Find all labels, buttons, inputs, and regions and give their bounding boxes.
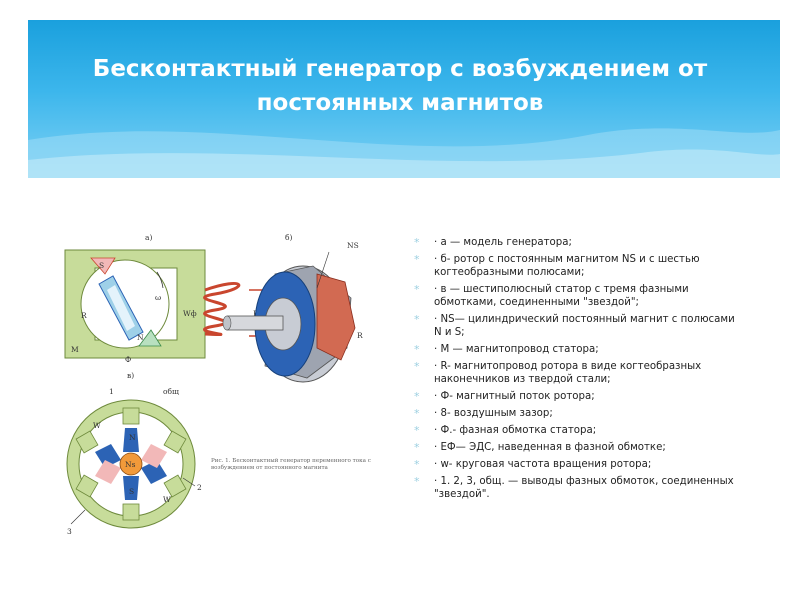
bullet-text: · а — модель генератора; [434, 237, 572, 248]
bullet-text: · w- круговая частота вращения ротора; [434, 459, 652, 470]
bullet-text: · ЕФ— ЭДС, наведенная в фазной обмотке; [434, 442, 666, 453]
title-banner [28, 20, 780, 178]
bullet-text: · Ф- магнитный поток ротора; [434, 391, 595, 402]
label-s-stator: S [129, 487, 134, 496]
bullet-star-icon: * [414, 343, 420, 356]
label-two: 2 [197, 483, 202, 492]
bullet-star-icon: * [414, 475, 420, 488]
label-part-v: в) [127, 371, 134, 380]
label-wf: Wф [183, 309, 197, 318]
label-r-rotor: R [357, 331, 363, 340]
bullet-item: * · w- круговая частота вращения ротора; [414, 458, 740, 471]
label-w-2: W [163, 495, 171, 504]
label-m: M [71, 345, 79, 354]
label-n-stator: N [129, 433, 136, 442]
bullet-star-icon: * [414, 458, 420, 471]
bullet-item: * · Ф- магнитный поток ротора; [414, 390, 740, 403]
bullet-star-icon: * [414, 236, 420, 249]
bullet-star-icon: * [414, 253, 420, 266]
bullet-item: * · Ф.- фазная обмотка статора; [414, 424, 740, 437]
bullet-item: * · б- ротор с постоянным магнитом NS и с… [414, 253, 740, 279]
bullet-item: * · М — магнитопровод статора; [414, 343, 740, 356]
bullet-item: * · 1. 2, 3, общ. — выводы фазных обмоток… [414, 475, 740, 501]
bullet-text: · Ф.- фазная обмотка статора; [434, 425, 597, 436]
bullet-text: · б- ротор с постоянным магнитом NS и с … [434, 254, 700, 278]
bullet-list: * · а — модель генератора; * · б- ротор с … [414, 236, 740, 505]
label-omega: ω [155, 293, 161, 302]
bullet-item: * · в — шестиполюсный статор с тремя фазн… [414, 283, 740, 309]
bullet-star-icon: * [414, 441, 420, 454]
bullet-item: * · а — модель генератора; [414, 236, 740, 249]
phase-coil-illustration [203, 282, 241, 337]
bullet-star-icon: * [414, 313, 420, 326]
label-r: R [81, 311, 87, 320]
bullet-text: · R- магнитопровод ротора в виде когтеоб… [434, 361, 702, 385]
figure-part-b: б) NS R [222, 233, 363, 383]
label-phi: Ф [125, 355, 131, 364]
bullet-text: · М — магнитопровод статора; [434, 344, 599, 355]
label-three: 3 [67, 527, 72, 536]
bullet-star-icon: * [414, 407, 420, 420]
bullet-item: * · ЕФ— ЭДС, наведенная в фазной обмотке; [414, 441, 740, 454]
figure-caption: Рис. 1. Бесконтактный генератор переменн… [211, 458, 371, 472]
bullet-star-icon: * [414, 283, 420, 296]
generator-figure: а) S N R M ω Ф Wф Eф б) [64, 233, 363, 536]
bullet-item: * · 8- воздушным зазор; [414, 407, 740, 420]
label-ns: NS [347, 241, 359, 250]
slide-title: Бесконтактный генератор с возбуждением о… [92, 56, 708, 116]
label-common: общ [163, 387, 179, 396]
bullet-star-icon: * [414, 360, 420, 373]
label-w-1: W [93, 421, 101, 430]
figure-part-v: в) 1 общ Ns [66, 371, 202, 536]
bullet-text: · 8- воздушным зазор; [434, 408, 553, 419]
bullet-item: * · R- магнитопровод ротора в виде когтео… [414, 360, 740, 386]
label-ns-center: Ns [125, 460, 136, 469]
label-part-b: б) [285, 233, 293, 242]
bullet-star-icon: * [414, 390, 420, 403]
bullet-text: · NS— цилиндрический постоянный магнит с… [434, 314, 735, 338]
bullet-item: * · NS— цилиндрический постоянный магнит … [414, 313, 740, 339]
bullet-star-icon: * [414, 424, 420, 437]
banner-wave-decoration [28, 128, 780, 178]
label-n: N [137, 333, 144, 342]
bullet-text: · в — шестиполюсный статор с тремя фазны… [434, 284, 689, 308]
label-s: S [99, 261, 104, 270]
bullet-text: · 1. 2, 3, общ. — выводы фазных обмоток,… [434, 476, 734, 500]
label-part-a: а) [145, 233, 152, 242]
figure-part-a: а) S N R M ω Ф Wф Eф [64, 233, 265, 364]
label-one: 1 [109, 387, 114, 396]
